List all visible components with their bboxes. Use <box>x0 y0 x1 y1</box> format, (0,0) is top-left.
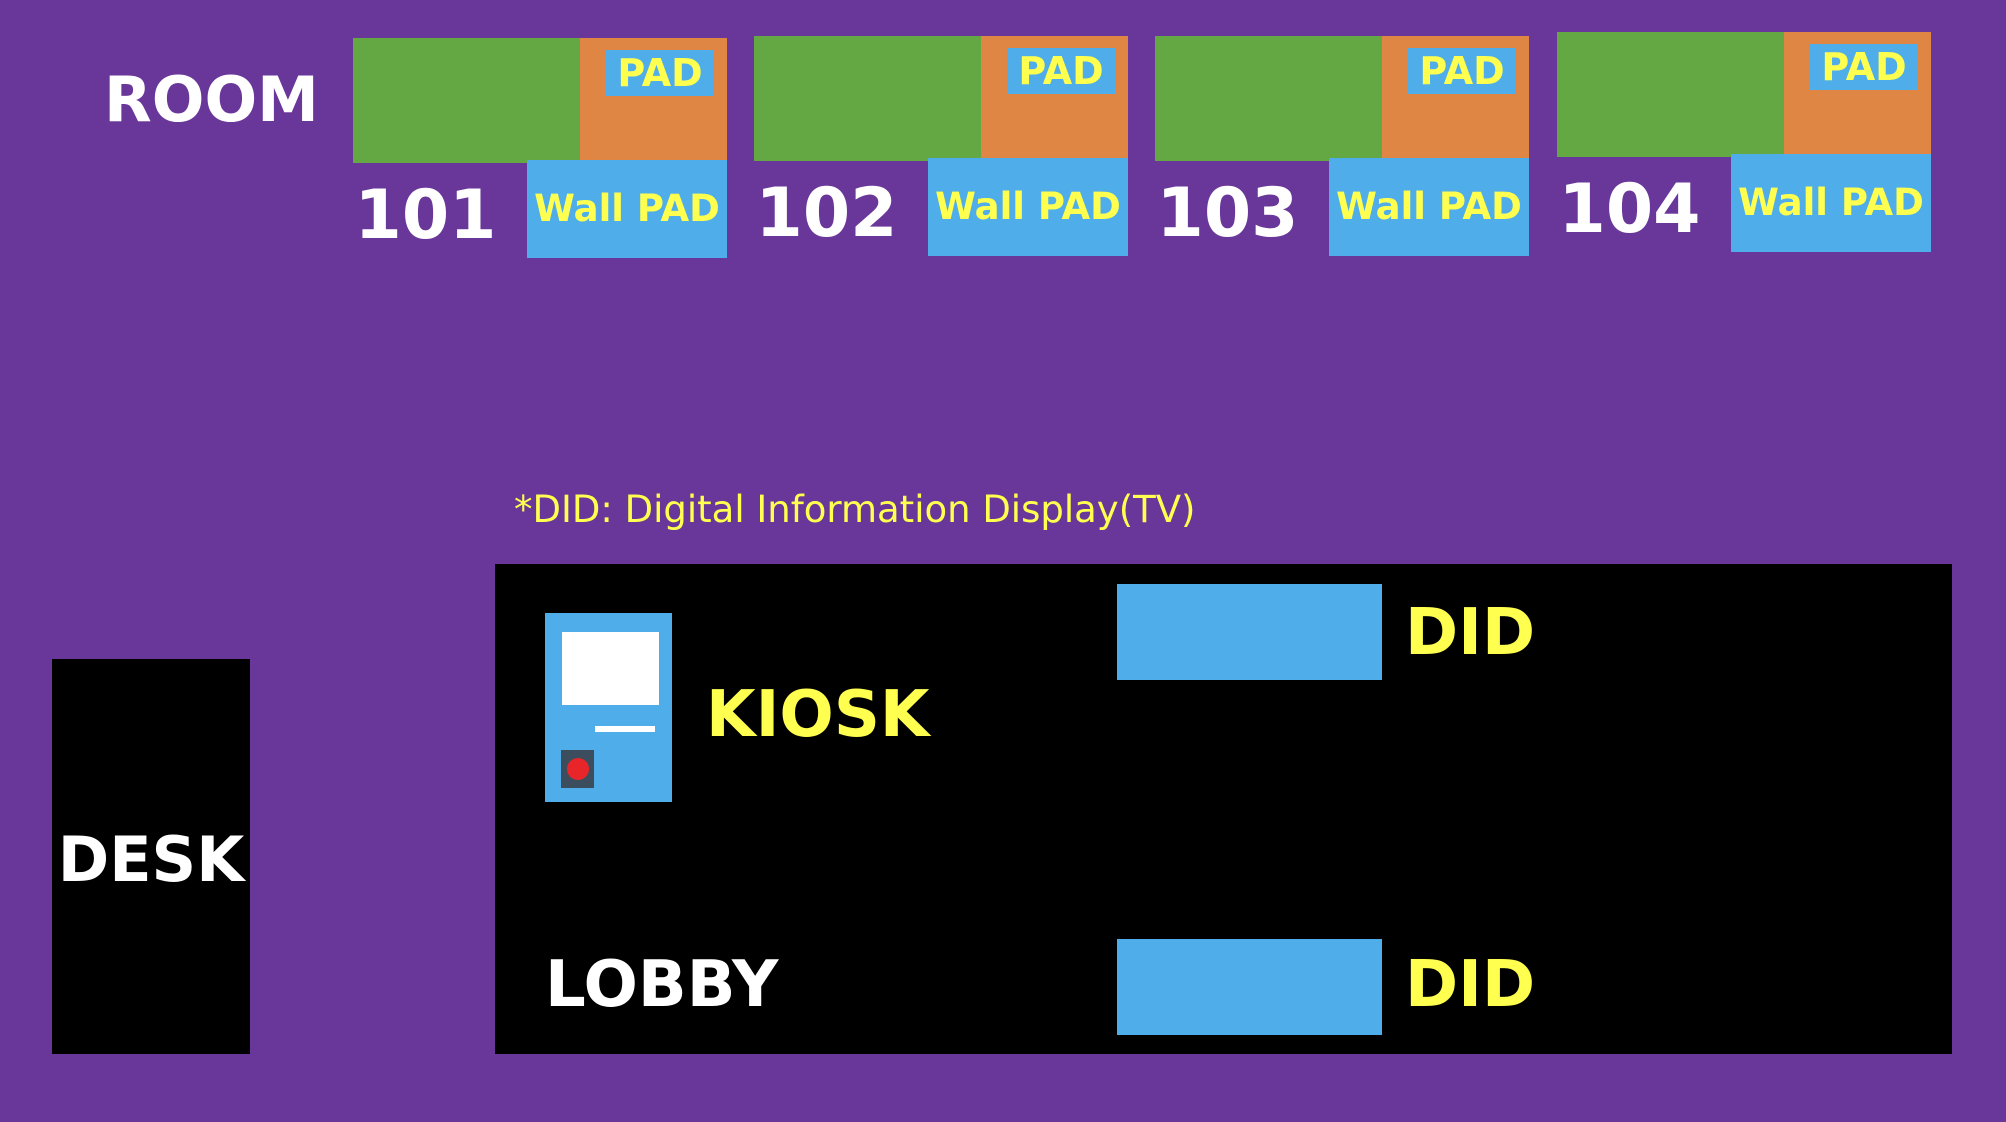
room-102-wall-pad: Wall PAD <box>928 158 1128 256</box>
kiosk-card-slot <box>595 726 655 732</box>
room-label: ROOM <box>104 63 319 136</box>
did-screen-top <box>1117 584 1382 680</box>
kiosk-label: KIOSK <box>706 678 930 752</box>
room-101-number: 101 <box>354 176 497 255</box>
kiosk-screen <box>562 632 659 705</box>
room-103-wall-pad: Wall PAD <box>1329 158 1529 256</box>
did-definition-note: *DID: Digital Information Display(TV) <box>514 488 1196 531</box>
room-102-pad: PAD <box>1007 48 1115 94</box>
desk-label: DESK <box>57 823 245 896</box>
room-101-area <box>353 38 580 163</box>
room-104-number: 104 <box>1558 170 1701 249</box>
room-103-area <box>1155 36 1382 161</box>
lobby-label: LOBBY <box>545 948 779 1022</box>
did-label-bottom: DID <box>1405 948 1536 1022</box>
room-102-number: 102 <box>755 174 898 253</box>
room-103-pad: PAD <box>1408 48 1516 94</box>
room-104-wall-pad: Wall PAD <box>1731 154 1931 252</box>
did-label-top: DID <box>1405 596 1536 670</box>
room-104-pad: PAD <box>1810 44 1918 90</box>
room-103-number: 103 <box>1156 174 1299 253</box>
room-104-area <box>1557 32 1784 157</box>
room-102-area <box>754 36 981 161</box>
desk-area <box>52 659 250 1054</box>
room-101-wall-pad: Wall PAD <box>527 160 727 258</box>
kiosk-red-button <box>567 758 589 780</box>
room-101-pad: PAD <box>606 50 714 96</box>
did-screen-bottom <box>1117 939 1382 1035</box>
